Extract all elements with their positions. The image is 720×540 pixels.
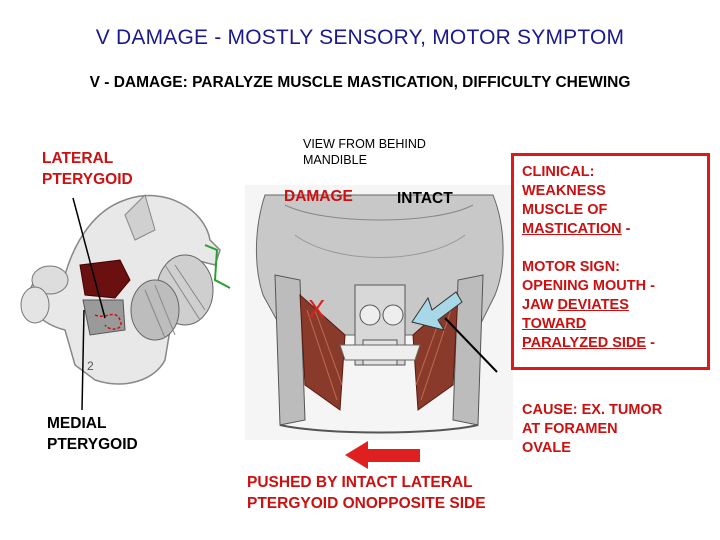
intact-push-arrow <box>411 291 463 331</box>
slide-title: V DAMAGE - MOSTLY SENSORY, MOTOR SYMPTOM <box>95 26 625 49</box>
deviation-arrow <box>345 441 420 469</box>
lateral-jaw-illustration: 2 <box>20 194 231 385</box>
posterior-skull-illustration <box>245 185 513 440</box>
damage-x-mark: X <box>308 294 326 324</box>
slide-subtitle: V - DAMAGE: PARALYZE MUSCLE MASTICATION,… <box>89 74 631 91</box>
label-lateral-pterygoid: LATERAL PTERYGOID <box>42 150 133 188</box>
label-damage: DAMAGE <box>284 188 353 205</box>
cause-text: CAUSE: EX. TUMOR AT FORAMEN OVALE <box>522 402 663 456</box>
clinical-box <box>511 153 710 370</box>
label-intact: INTACT <box>397 190 453 207</box>
caption-pushed-by-intact: PUSHED BY INTACT LATERAL PTERGYOID ONOPP… <box>247 474 486 512</box>
clinical-text: CLINICAL: WEAKNESS MUSCLE OF MASTICATION… <box>522 164 655 351</box>
svg-text:2: 2 <box>87 359 94 373</box>
label-view-from-behind: VIEW FROM BEHIND MANDIBLE <box>303 137 426 167</box>
label-medial-pterygoid: MEDIAL PTERYGOID <box>47 415 138 453</box>
